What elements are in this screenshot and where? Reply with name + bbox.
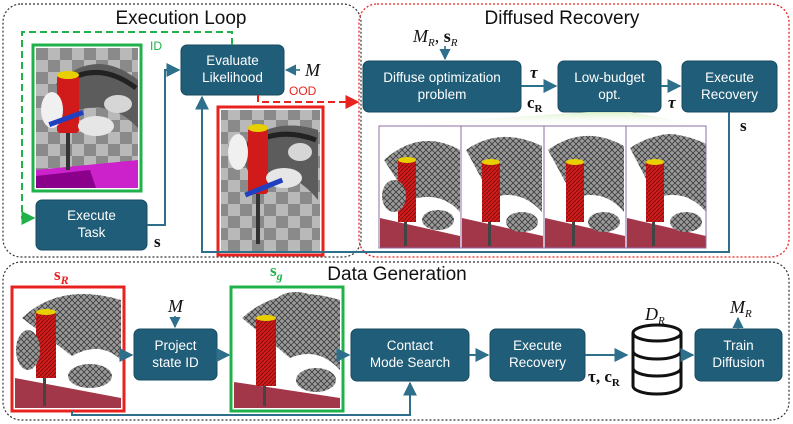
svg-text:Contact: Contact bbox=[387, 338, 434, 353]
m-symbol: M bbox=[304, 60, 321, 80]
m-symbol-datagen: M bbox=[167, 296, 184, 316]
svg-text:Execute: Execute bbox=[705, 70, 754, 85]
svg-text:cR: cR bbox=[527, 93, 544, 115]
m-r-output-label: MR bbox=[729, 297, 752, 320]
svg-text:problem: problem bbox=[418, 87, 467, 102]
svg-text:DR: DR bbox=[644, 304, 665, 327]
low-budget-opt-box: Low-budget opt. bbox=[557, 60, 662, 113]
svg-text:Execute: Execute bbox=[67, 208, 116, 223]
trajectory-frame-2 bbox=[462, 136, 543, 248]
svg-text:Diffuse optimization: Diffuse optimization bbox=[383, 70, 501, 85]
svg-text:sg: sg bbox=[270, 261, 283, 283]
train-diffusion-box: Train Diffusion bbox=[694, 328, 783, 382]
ood-image-frame bbox=[216, 105, 325, 257]
id-loop-arrow bbox=[21, 31, 233, 225]
execution-loop-title: Execution Loop bbox=[116, 8, 247, 29]
database-icon bbox=[631, 323, 683, 396]
s-label-recovery: s bbox=[740, 116, 747, 135]
robot-image-out-of-distribution bbox=[221, 110, 320, 252]
svg-text:state ID: state ID bbox=[152, 355, 199, 370]
id-label: ID bbox=[150, 39, 162, 53]
arrow-task-to-evaluate bbox=[147, 63, 181, 226]
ood-label: OOD bbox=[289, 84, 317, 98]
svg-text:τ, cR: τ, cR bbox=[588, 367, 621, 389]
svg-text:Execute: Execute bbox=[513, 338, 562, 353]
mr-sr-input-label: MR, sR bbox=[412, 26, 458, 49]
svg-text:Recovery: Recovery bbox=[509, 355, 566, 370]
svg-text:Recovery: Recovery bbox=[701, 87, 758, 102]
diffused-recovery-panel bbox=[358, 3, 790, 258]
s-g-label: sg bbox=[270, 261, 283, 283]
execute-task-box: Execute Task bbox=[35, 199, 148, 251]
trajectory-fan bbox=[379, 112, 706, 126]
svg-text:Evaluate: Evaluate bbox=[206, 53, 259, 68]
c-r-label-top: cR bbox=[527, 93, 544, 115]
ood-arrow bbox=[257, 95, 360, 109]
trajectory-frame-1 bbox=[380, 141, 460, 248]
arrow-sr-to-contact-bottom bbox=[71, 381, 417, 416]
svg-text:opt.: opt. bbox=[598, 87, 621, 102]
contact-mode-search-box: Contact Mode Search bbox=[350, 328, 470, 382]
robot-image-s-r bbox=[15, 290, 121, 408]
execute-recovery-top-box: Execute Recovery bbox=[681, 60, 778, 113]
robot-image-in-distribution bbox=[36, 48, 138, 188]
tau-c-r-bottom-label: τ, cR bbox=[588, 367, 621, 389]
tau-label-top-1: τ bbox=[530, 63, 538, 82]
svg-text:MR, sR: MR, sR bbox=[412, 26, 458, 49]
svg-text:Low-budget: Low-budget bbox=[574, 70, 645, 85]
execute-recovery-bottom-box: Execute Recovery bbox=[489, 328, 586, 382]
diffuse-optimization-box: Diffuse optimization problem bbox=[362, 60, 522, 113]
trajectory-frame-4 bbox=[627, 134, 706, 248]
arrow-recovery-to-evaluate bbox=[195, 95, 730, 253]
robot-image-s-g bbox=[234, 290, 340, 408]
trajectory-frames bbox=[378, 125, 707, 249]
s-state-label: s bbox=[154, 232, 161, 251]
svg-text:Task: Task bbox=[78, 225, 106, 240]
svg-text:Likelihood: Likelihood bbox=[202, 70, 263, 85]
evaluate-likelihood-box: Evaluate Likelihood bbox=[180, 44, 285, 96]
tau-label-top-2: τ bbox=[668, 93, 676, 112]
d-r-label: DR bbox=[644, 304, 665, 327]
data-generation-title: Data Generation bbox=[327, 264, 466, 285]
trajectory-frame-3 bbox=[545, 135, 625, 248]
svg-text:Train: Train bbox=[723, 338, 753, 353]
execution-loop-panel bbox=[2, 3, 362, 258]
id-image-frame bbox=[31, 43, 143, 193]
svg-text:MR: MR bbox=[729, 297, 752, 320]
svg-text:sR: sR bbox=[54, 265, 69, 287]
svg-text:Diffusion: Diffusion bbox=[712, 355, 764, 370]
s-r-label: sR bbox=[54, 265, 69, 287]
diffused-recovery-title: Diffused Recovery bbox=[485, 8, 640, 29]
svg-text:Project: Project bbox=[154, 338, 196, 353]
svg-text:Mode Search: Mode Search bbox=[370, 355, 450, 370]
project-state-box: Project state ID bbox=[133, 328, 218, 381]
